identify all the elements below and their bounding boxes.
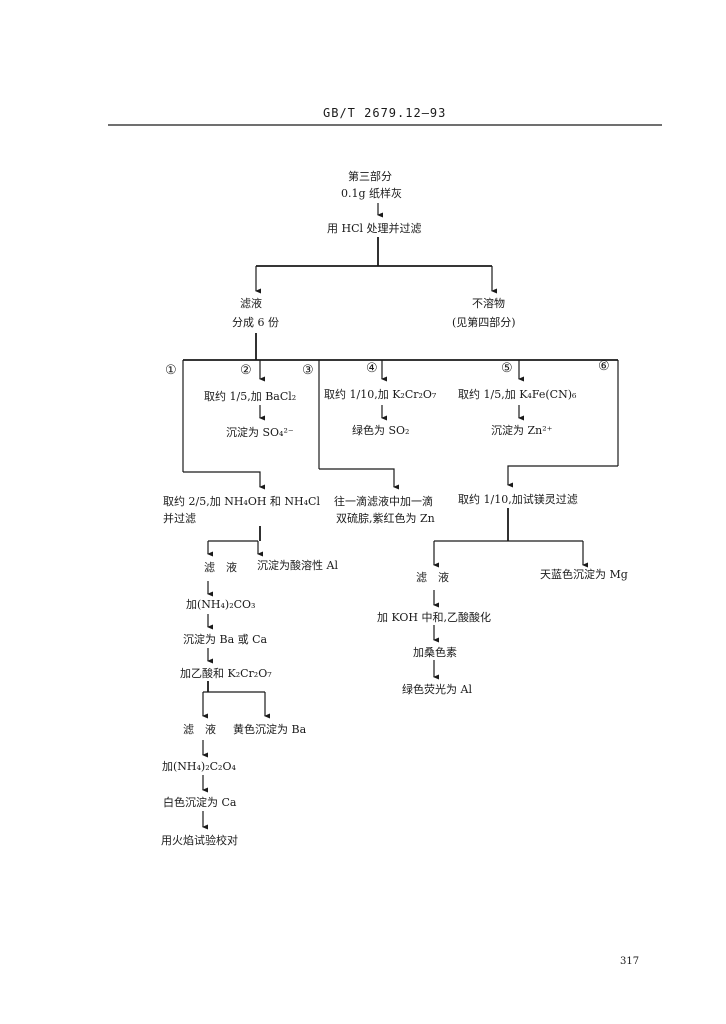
right-step: 取约 1/10,加试镁灵过滤	[458, 493, 578, 506]
left-ppt-al: 沉淀为酸溶性 Al	[257, 559, 338, 572]
p3-to-mid-step	[319, 468, 399, 490]
part-title: 第三部分	[348, 170, 392, 183]
p5-result: 沉淀为 Zn²⁺	[491, 424, 553, 437]
add-oxalate: 加(NH₄)₂C₂O₄	[162, 760, 236, 773]
page-number: 317	[620, 956, 640, 967]
add-carbonate: 加(NH₄)₂CO₃	[186, 598, 256, 611]
insoluble-note: (见第四部分)	[452, 316, 516, 329]
mid-step-line2: 双硫腙,紫红色为 Zn	[336, 512, 435, 525]
add-morin: 加桑色素	[413, 646, 457, 659]
portion-6: ⑥	[598, 359, 610, 374]
portion-4: ④	[366, 361, 378, 376]
filtrate-2: 滤 液	[183, 723, 216, 736]
ppt-ba-ca: 沉淀为 Ba 或 Ca	[183, 633, 268, 646]
portion-1: ①	[165, 363, 177, 378]
add-acetic-dichromate: 加乙酸和 K₂Cr₂O₇	[180, 667, 272, 680]
p4-result: 绿色为 SO₂	[352, 424, 410, 437]
green-fluor-al: 绿色荧光为 Al	[402, 683, 472, 696]
p6-to-right-step	[507, 465, 618, 488]
p5-action: 取约 1/5,加 K₄Fe(CN)₆	[458, 388, 577, 401]
left-filtrate: 滤 液	[204, 561, 237, 574]
p1-to-left-step	[183, 471, 265, 490]
insoluble-label: 不溶物	[472, 297, 505, 310]
portion-3: ③	[302, 363, 314, 378]
sample-label: 0.1g 纸样灰	[341, 187, 403, 200]
p2-action: 取约 1/5,加 BaCl₂	[204, 390, 297, 403]
portion-2: ②	[240, 363, 252, 378]
flame-test: 用火焰试验校对	[161, 834, 238, 847]
yellow-ppt-ba: 黄色沉淀为 Ba	[233, 723, 307, 736]
split-label: 分成 6 份	[232, 316, 279, 329]
blue-ppt-mg: 天蓝色沉淀为 Mg	[540, 568, 628, 581]
treat-step: 用 HCl 处理并过滤	[327, 222, 422, 235]
p2-result: 沉淀为 SO₄²⁻	[226, 426, 294, 439]
neutralize-step: 加 KOH 中和,乙酸酸化	[377, 611, 492, 624]
filtrate-label: 滤液	[240, 297, 262, 310]
left-step-line2: 并过滤	[163, 512, 196, 525]
portion-5: ⑤	[501, 361, 513, 376]
white-ppt-ca: 白色沉淀为 Ca	[163, 796, 237, 809]
right-filtrate: 滤 液	[416, 571, 449, 584]
mid-step-line1: 往一滴滤液中加一滴	[334, 495, 433, 508]
p4-action: 取约 1/10,加 K₂Cr₂O₇	[324, 388, 437, 401]
standard-number: GB/T 2679.12—93	[323, 106, 447, 120]
left-step-line1: 取约 2/5,加 NH₄OH 和 NH₄Cl	[163, 495, 320, 508]
